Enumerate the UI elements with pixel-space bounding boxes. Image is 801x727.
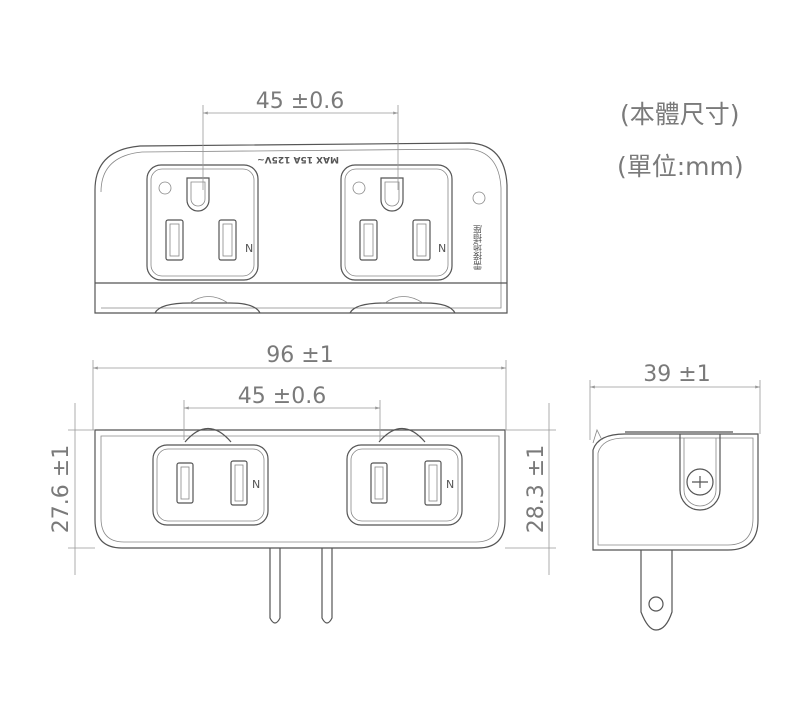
body-dimensions-note: (本體尺寸) xyxy=(620,100,740,129)
front-view: N N 96 ±1 45 ±0.6 27.6 ±1 28.3 ±1 xyxy=(49,343,556,624)
screw-icon xyxy=(686,468,714,496)
front-outlet-left xyxy=(152,444,269,526)
neutral-mark: N xyxy=(438,242,446,255)
rating-label: MAX 15A 125V~ xyxy=(257,154,339,164)
top-outlet-left xyxy=(146,164,259,281)
unit-note: (單位:mm) xyxy=(617,152,744,181)
right-height-dimension: 28.3 ±1 xyxy=(524,445,549,533)
top-view: MAX 15A 125V~ N N 需接地插座 45 ±0.6 xyxy=(94,89,508,314)
plug-prong xyxy=(321,548,333,624)
neutral-mark: N xyxy=(245,242,253,255)
ground-prong xyxy=(640,550,673,631)
depth-dimension: 39 ±1 xyxy=(643,362,710,387)
front-outlet-right xyxy=(346,444,463,526)
neutral-mark: N xyxy=(252,478,260,491)
width-dimension: 96 ±1 xyxy=(266,343,333,368)
plug-prong xyxy=(269,548,281,624)
left-height-dimension: 27.6 ±1 xyxy=(49,445,74,533)
ground-icon xyxy=(472,191,486,205)
top-outlet-right xyxy=(340,164,453,281)
side-view: 39 ±1 xyxy=(589,362,761,631)
top-pitch-dimension: 45 ±0.6 xyxy=(256,89,344,114)
neutral-mark: N xyxy=(446,478,454,491)
front-pitch-dimension: 45 ±0.6 xyxy=(238,384,326,409)
ground-label: 需接地插座 xyxy=(474,224,485,270)
